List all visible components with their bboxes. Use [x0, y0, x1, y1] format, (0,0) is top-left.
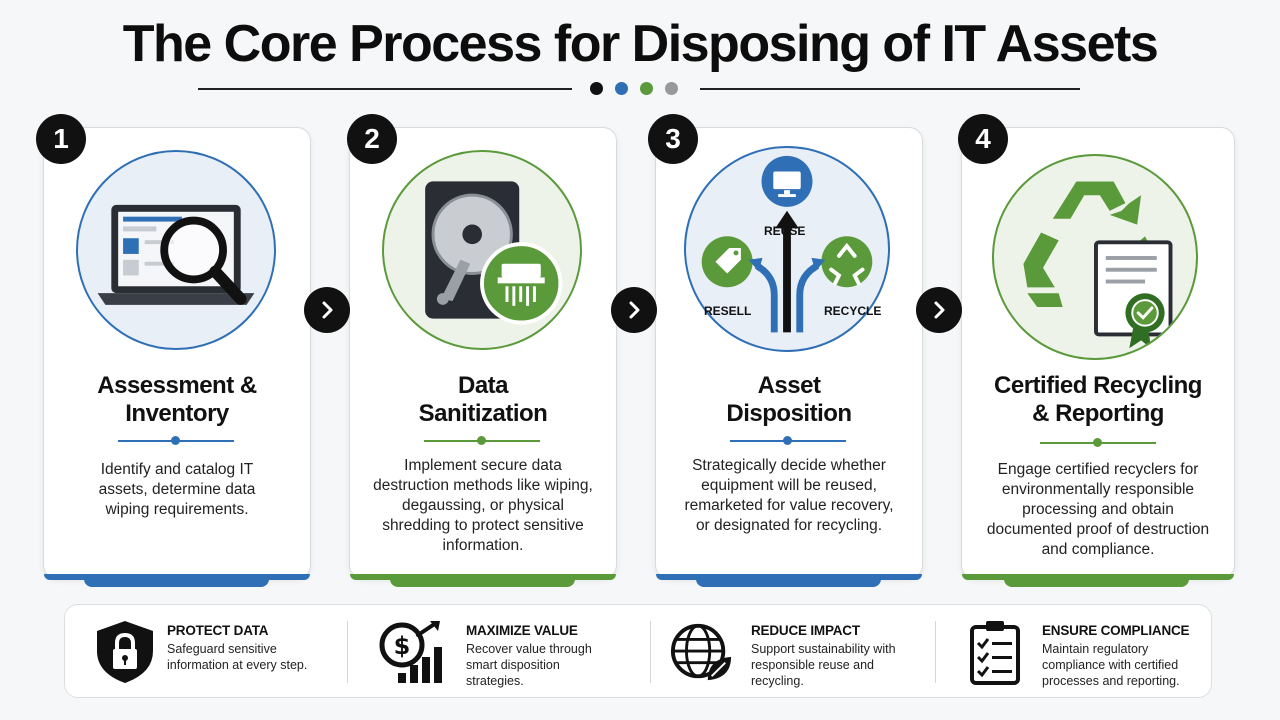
benefit-1-heading: PROTECT DATA	[167, 623, 269, 638]
benefit-ensure-compliance: ENSURE COMPLIANCE Maintain regulatory co…	[936, 605, 1212, 699]
benefit-2-text: Recover value through smart disposition …	[466, 642, 592, 688]
title-rule-right	[700, 88, 1080, 90]
laptop-magnifier-icon	[97, 204, 255, 305]
svg-text:$: $	[394, 632, 411, 660]
benefit-1-text: Safeguard sensitive information at every…	[167, 642, 308, 672]
title-dots	[590, 82, 678, 95]
step-2-badge: 2	[347, 114, 397, 164]
step-2-accent	[350, 574, 616, 580]
step-card-recycling: Certified Recycling & Reporting Engage c…	[961, 127, 1235, 587]
dot-blue	[615, 82, 628, 95]
benefit-separator	[347, 621, 348, 683]
step-2-description: Implement secure data destruction method…	[373, 457, 593, 554]
step-3-accent	[656, 574, 922, 580]
disposition-arrows-icon	[701, 155, 873, 333]
step-4-rule-dot	[1093, 438, 1102, 447]
benefit-maximize-value: $ MAXIMIZE VALUE Recover value through s…	[348, 605, 636, 699]
step-card-sanitization: Data Sanitization Implement secure data …	[349, 127, 617, 587]
chevron-right-icon	[322, 301, 333, 319]
step-1-rule-dot	[171, 436, 180, 445]
step-3-rule-dot	[783, 436, 792, 445]
next-arrow-1	[304, 287, 350, 333]
benefit-protect-data: PROTECT DATA Safeguard sensitive informa…	[65, 605, 347, 699]
benefits-strip: PROTECT DATA Safeguard sensitive informa…	[64, 604, 1212, 698]
step-2-rule-dot	[477, 436, 486, 445]
step-1-description: Identify and catalog IT assets, determin…	[98, 461, 256, 518]
step-1-tab	[84, 578, 269, 587]
benefit-2-heading: MAXIMIZE VALUE	[466, 623, 578, 638]
step-1-accent	[44, 574, 310, 580]
step-card-assessment: Assessment & Inventory Identify and cata…	[43, 127, 311, 587]
benefit-4-heading: ENSURE COMPLIANCE	[1042, 623, 1190, 638]
step-3-badge: 3	[648, 114, 698, 164]
next-arrow-2	[611, 287, 657, 333]
disposition-illustration	[684, 146, 890, 352]
step-4-accent	[962, 574, 1234, 580]
step-2-tab	[390, 578, 575, 587]
dollar-growth-chart-icon: $	[379, 621, 442, 683]
step-1-badge: 1	[36, 114, 86, 164]
step-4-description: Engage certified recyclers for environme…	[986, 461, 1210, 558]
step-3-description: Strategically decide whether equipment w…	[684, 457, 894, 534]
benefit-separator	[650, 621, 651, 683]
step-4-badge: 4	[958, 114, 1008, 164]
benefit-3-heading: REDUCE IMPACT	[751, 623, 860, 638]
step-2-title: Data Sanitization	[418, 372, 548, 427]
dot-green	[640, 82, 653, 95]
title-rule-left	[198, 88, 572, 90]
chevron-right-icon	[629, 301, 640, 319]
dot-black	[590, 82, 603, 95]
label-resell: RESELL	[704, 304, 752, 318]
dot-grey	[665, 82, 678, 95]
benefit-3-text: Support sustainability with responsible …	[751, 642, 896, 688]
step-4-title: Certified Recycling & Reporting	[994, 372, 1202, 427]
hard-drive-shredder-icon	[425, 181, 563, 325]
benefit-reduce-impact: REDUCE IMPACT Support sustainability wit…	[651, 605, 933, 699]
step-3-tab	[696, 578, 881, 587]
padlock-shield-icon	[97, 621, 153, 683]
clipboard-checklist-icon	[970, 621, 1020, 685]
step-1-title: Assessment & Inventory	[97, 372, 257, 427]
step-card-disposition: REUSE RESELL RECYCLE Asset Disposition S…	[655, 127, 923, 587]
label-reuse: REUSE	[764, 224, 806, 238]
recycle-certificate-icon	[1023, 181, 1173, 349]
step-3-title: Asset Disposition	[726, 372, 852, 427]
label-recycle: RECYCLE	[824, 304, 882, 318]
chevron-right-icon	[934, 301, 945, 319]
next-arrow-3	[916, 287, 962, 333]
assessment-illustration	[76, 150, 276, 350]
step-4-tab	[1004, 578, 1189, 587]
benefit-separator	[935, 621, 936, 683]
page-title: The Core Process for Disposing of IT Ass…	[122, 15, 1159, 73]
benefit-4-text: Maintain regulatory compliance with cert…	[1042, 642, 1180, 688]
recycling-illustration	[992, 154, 1198, 360]
sanitization-illustration	[382, 150, 582, 350]
globe-leaf-icon	[670, 623, 732, 681]
